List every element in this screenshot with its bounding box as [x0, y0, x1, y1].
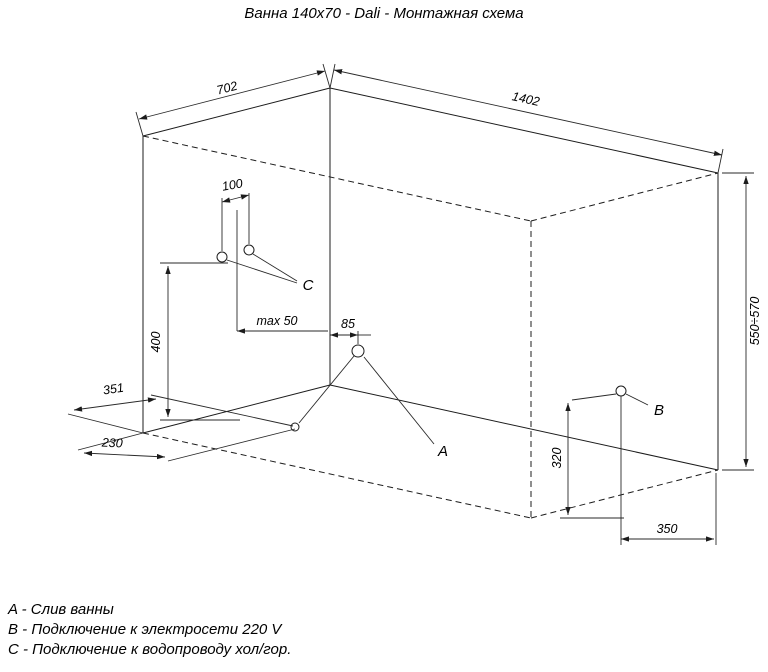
- dim-length-1402: 1402: [329, 63, 724, 174]
- water-point-right-icon: [243, 244, 255, 256]
- dim-230-label: 230: [100, 435, 123, 450]
- point-a-label: A: [437, 443, 448, 460]
- dim-electric-350: 350: [621, 473, 717, 545]
- dim-400-label: 400: [149, 332, 163, 353]
- dim-85-label: 85: [341, 317, 355, 331]
- bathtub-solid-edges: [142, 87, 719, 471]
- dim-pipes-100: 100: [221, 176, 250, 251]
- point-b-label: B: [654, 402, 664, 419]
- dim-width-702: 702: [135, 63, 331, 137]
- legend-item-b: B - Подключение к электросети 220 V: [8, 621, 283, 638]
- legend: A - Слив ванны B - Подключение к электро…: [7, 601, 291, 658]
- dim-height-550-570-label: 550÷570: [748, 297, 762, 346]
- dim-max50: max 50: [236, 210, 328, 334]
- dim-electric-320: 320: [550, 393, 624, 519]
- dim-pipes-height-400: 400: [149, 262, 240, 421]
- page-title: Ванна 140x70 - Dali - Монтажная схема: [244, 5, 523, 22]
- electric-connection: B: [615, 385, 664, 545]
- dim-width-702-label: 702: [215, 79, 239, 98]
- electric-point-icon: [615, 385, 627, 397]
- dim-pipes-100-label: 100: [221, 176, 244, 193]
- drain-assembly: 85 A: [290, 317, 448, 460]
- drain-floor-point-icon: [290, 422, 300, 432]
- water-point-left-icon: [216, 251, 228, 263]
- dim-drain-230: 230: [77, 428, 296, 462]
- dim-max50-label: max 50: [257, 314, 298, 328]
- water-connection-points: C: [216, 244, 314, 294]
- dim-length-1402-label: 1402: [511, 89, 541, 109]
- dim-351-label: 351: [102, 381, 125, 398]
- dim-drain-351: 351: [67, 381, 294, 434]
- bathtub-hidden-edges: [142, 135, 719, 519]
- dim-height-550-570: 550÷570: [722, 172, 762, 471]
- dim-350-label: 350: [657, 522, 678, 536]
- dim-320-label: 320: [550, 448, 564, 469]
- point-c-label: C: [303, 277, 314, 294]
- legend-item-a: A - Слив ванны: [7, 601, 114, 618]
- legend-item-c: C - Подключение к водопроводу хол/гор.: [8, 641, 291, 658]
- drain-point-icon: [351, 344, 365, 358]
